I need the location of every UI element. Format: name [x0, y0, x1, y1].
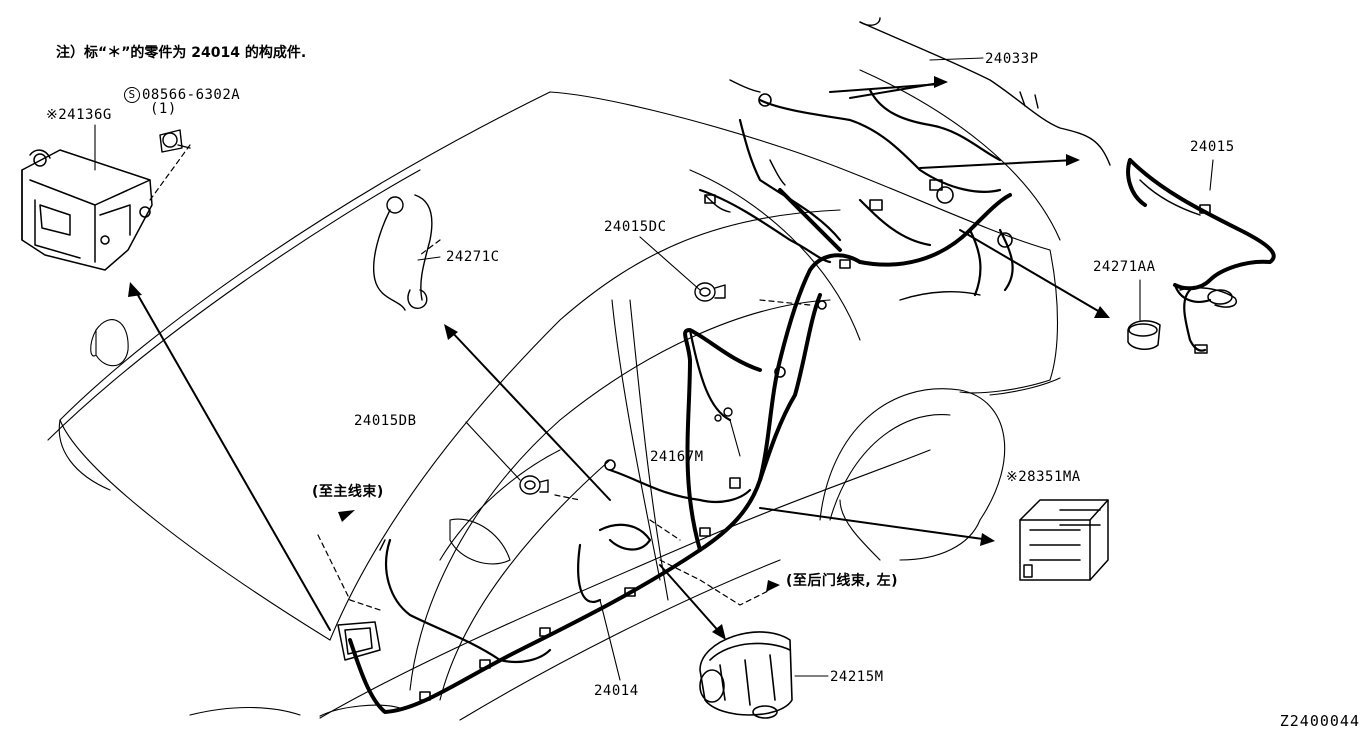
part-label-24033P: 24033P [985, 51, 1039, 67]
car-body-outline [47, 69, 1061, 721]
bracket-24136G-icon [21, 149, 153, 271]
clip-24271C-icon [386, 196, 428, 309]
thin-wires [373, 17, 1201, 551]
part-qty-08566: (1) [150, 101, 177, 117]
footnote: 注）标“＊”的零件为 24014 的构成件. [56, 45, 307, 61]
callout-to-main-harness: (至主线束) [312, 484, 384, 500]
part-label-24215M: 24215M [830, 669, 884, 685]
callout-to-rear-door-harness: (至后门线束, 左) [786, 573, 898, 589]
diagram-code: Z2400044 [1279, 712, 1360, 730]
clip-24167M-icon [714, 407, 733, 422]
part-label-28351MA: ※28351MA [1006, 469, 1081, 485]
grommet-24015DB-icon [519, 475, 549, 495]
part-label-24167M: 24167M [650, 449, 704, 465]
part-label-24014: 24014 [594, 683, 639, 699]
harness-connectors [419, 93, 1211, 701]
secondary-harness [385, 88, 1212, 664]
module-28351MA-icon [1019, 499, 1109, 581]
dashed-leaders [149, 144, 811, 611]
label-leaders [94, 57, 1214, 681]
part-label-24271C: 24271C [446, 249, 500, 265]
part-number-08566: 08566-6302A [142, 87, 241, 103]
connector-block-icon [337, 621, 381, 661]
grommet-24015DC-icon [694, 282, 726, 302]
arrow-heads [128, 76, 1110, 640]
main-harness-24014 [348, 158, 1276, 714]
part-label-24015: 24015 [1190, 139, 1235, 155]
screw-symbol-icon: S [124, 87, 140, 103]
protector-24215M-icon [699, 631, 793, 719]
part-label-24136G: ※24136G [46, 107, 112, 123]
part-label-24015DC: 24015DC [604, 219, 667, 235]
part-label-24015DB: 24015DB [354, 413, 417, 429]
grommet-24271AA-icon [1127, 286, 1237, 354]
screw-08566-icon [159, 129, 191, 153]
arrows [134, 81, 1106, 636]
part-label-24271AA: 24271AA [1093, 259, 1156, 275]
